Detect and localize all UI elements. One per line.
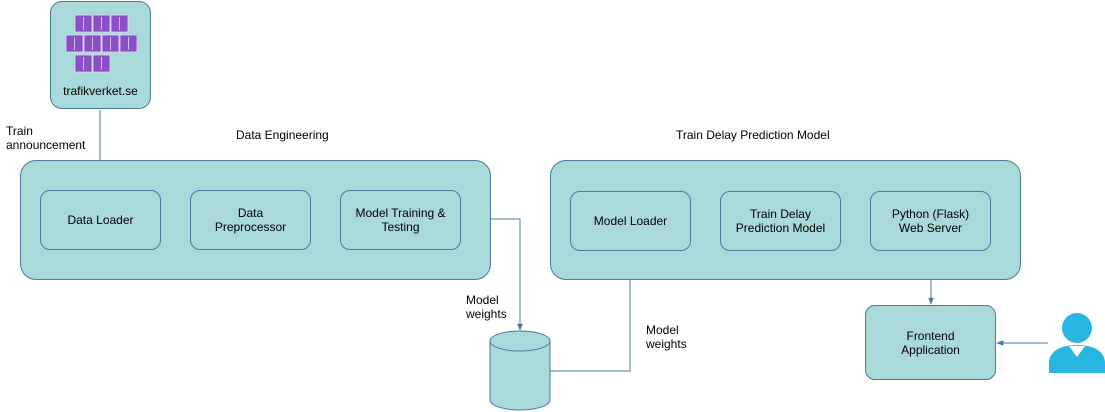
source-trafikverket: trafikverket.se xyxy=(50,1,151,109)
group-title-prediction-model: Train Delay Prediction Model xyxy=(676,128,830,142)
user-icon xyxy=(1049,313,1105,373)
node-frontend-application: Frontend Application xyxy=(865,305,996,380)
edge-storage-to-model-loader xyxy=(550,251,633,372)
edge-label-train-announcement: Train announcement xyxy=(6,124,86,152)
cube-grid-icon xyxy=(65,14,137,73)
node-data-preprocessor: Data Preprocessor xyxy=(190,190,311,250)
node-train-delay-model: Train Delay Prediction Model xyxy=(720,191,841,251)
database-cylinder-icon xyxy=(489,330,551,411)
node-model-loader: Model Loader xyxy=(570,191,691,251)
group-data-engineering: Data Loader Data Preprocessor Model Trai… xyxy=(20,160,491,280)
node-web-server: Python (Flask) Web Server xyxy=(870,191,991,251)
group-prediction-model: Model Loader Train Delay Prediction Mode… xyxy=(550,160,1021,280)
edge-label-model-weights-out: Model weights xyxy=(466,293,507,321)
source-label: trafikverket.se xyxy=(63,84,138,98)
edge-label-model-weights-in: Model weights xyxy=(646,323,687,351)
node-model-training: Model Training & Testing xyxy=(340,190,461,250)
group-title-data-engineering: Data Engineering xyxy=(236,128,329,142)
node-data-loader: Data Loader xyxy=(40,190,161,250)
